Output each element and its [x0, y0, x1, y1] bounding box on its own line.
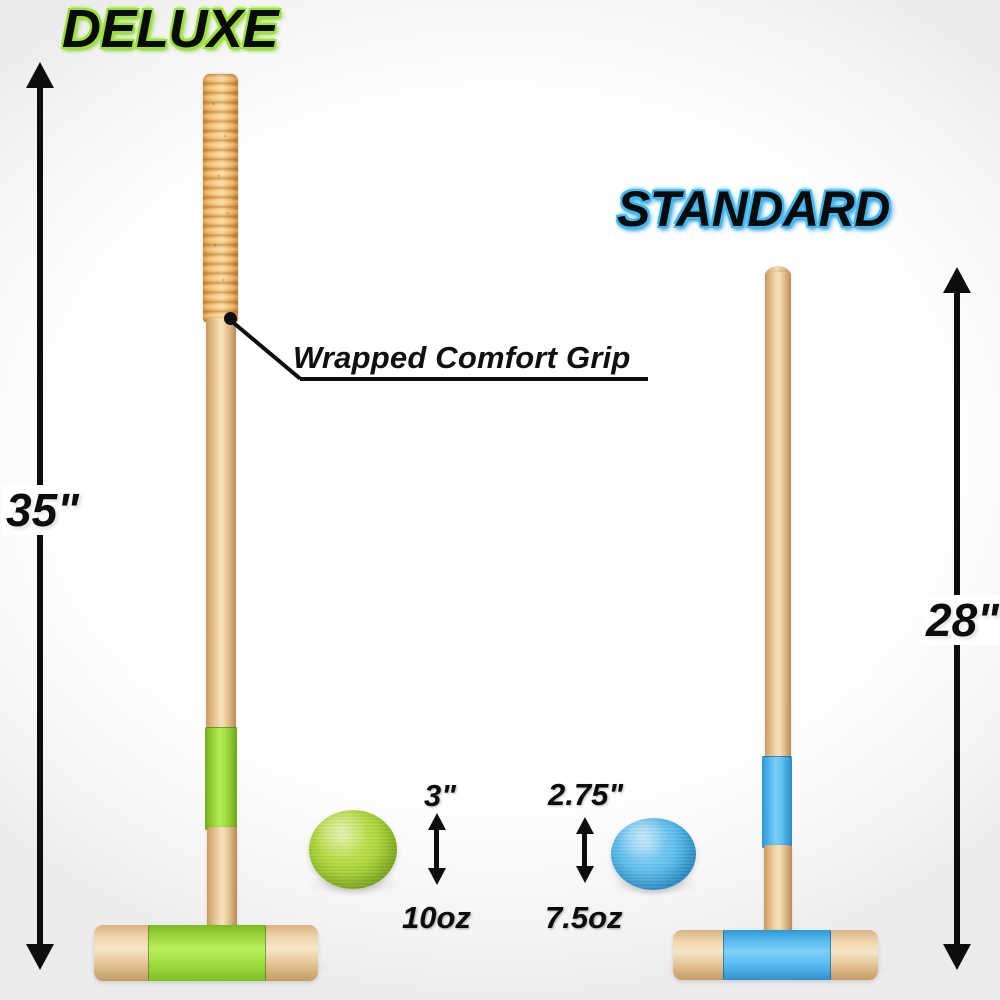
ball-texture	[611, 818, 696, 890]
standard-title: STANDARD	[617, 181, 890, 237]
deluxe-ball-weight-label: 10oz	[402, 900, 471, 935]
arrow-down-icon	[576, 866, 594, 883]
standard-shaft-upper	[765, 272, 791, 759]
arrow-down-icon	[26, 944, 54, 970]
wrapped-comfort-grip	[203, 74, 238, 322]
arrow-up-icon	[26, 62, 54, 88]
arrow-up-icon	[576, 817, 594, 834]
deluxe-ball-diameter-label: 3"	[424, 778, 456, 813]
deluxe-head-color-band	[148, 925, 266, 981]
deluxe-shaft-lower	[207, 827, 237, 935]
dimension-line	[582, 832, 587, 868]
dimension-line	[434, 828, 439, 870]
deluxe-ball	[309, 810, 397, 889]
deluxe-shaft-upper	[206, 318, 236, 730]
standard-head-color-band	[723, 930, 831, 980]
standard-shaft-color-band	[762, 756, 792, 848]
grip-texture	[203, 74, 238, 322]
deluxe-shaft-color-band	[205, 727, 237, 830]
grip-callout-label: Wrapped Comfort Grip	[293, 340, 631, 375]
standard-length-label: 28"	[922, 595, 1000, 645]
standard-ball-weight-label: 7.5oz	[545, 900, 623, 935]
arrow-down-icon	[943, 944, 971, 970]
callout-underline	[300, 377, 648, 381]
standard-ball	[611, 818, 696, 890]
standard-shaft-lower	[764, 845, 792, 937]
arrow-down-icon	[428, 868, 446, 885]
arrow-up-icon	[428, 813, 446, 830]
deluxe-title: DELUXE	[62, 0, 279, 59]
deluxe-length-label: 35"	[2, 485, 83, 535]
standard-shaft-cap	[765, 266, 791, 276]
ball-texture	[309, 810, 397, 889]
standard-ball-diameter-label: 2.75"	[548, 777, 624, 812]
arrow-up-icon	[943, 267, 971, 293]
